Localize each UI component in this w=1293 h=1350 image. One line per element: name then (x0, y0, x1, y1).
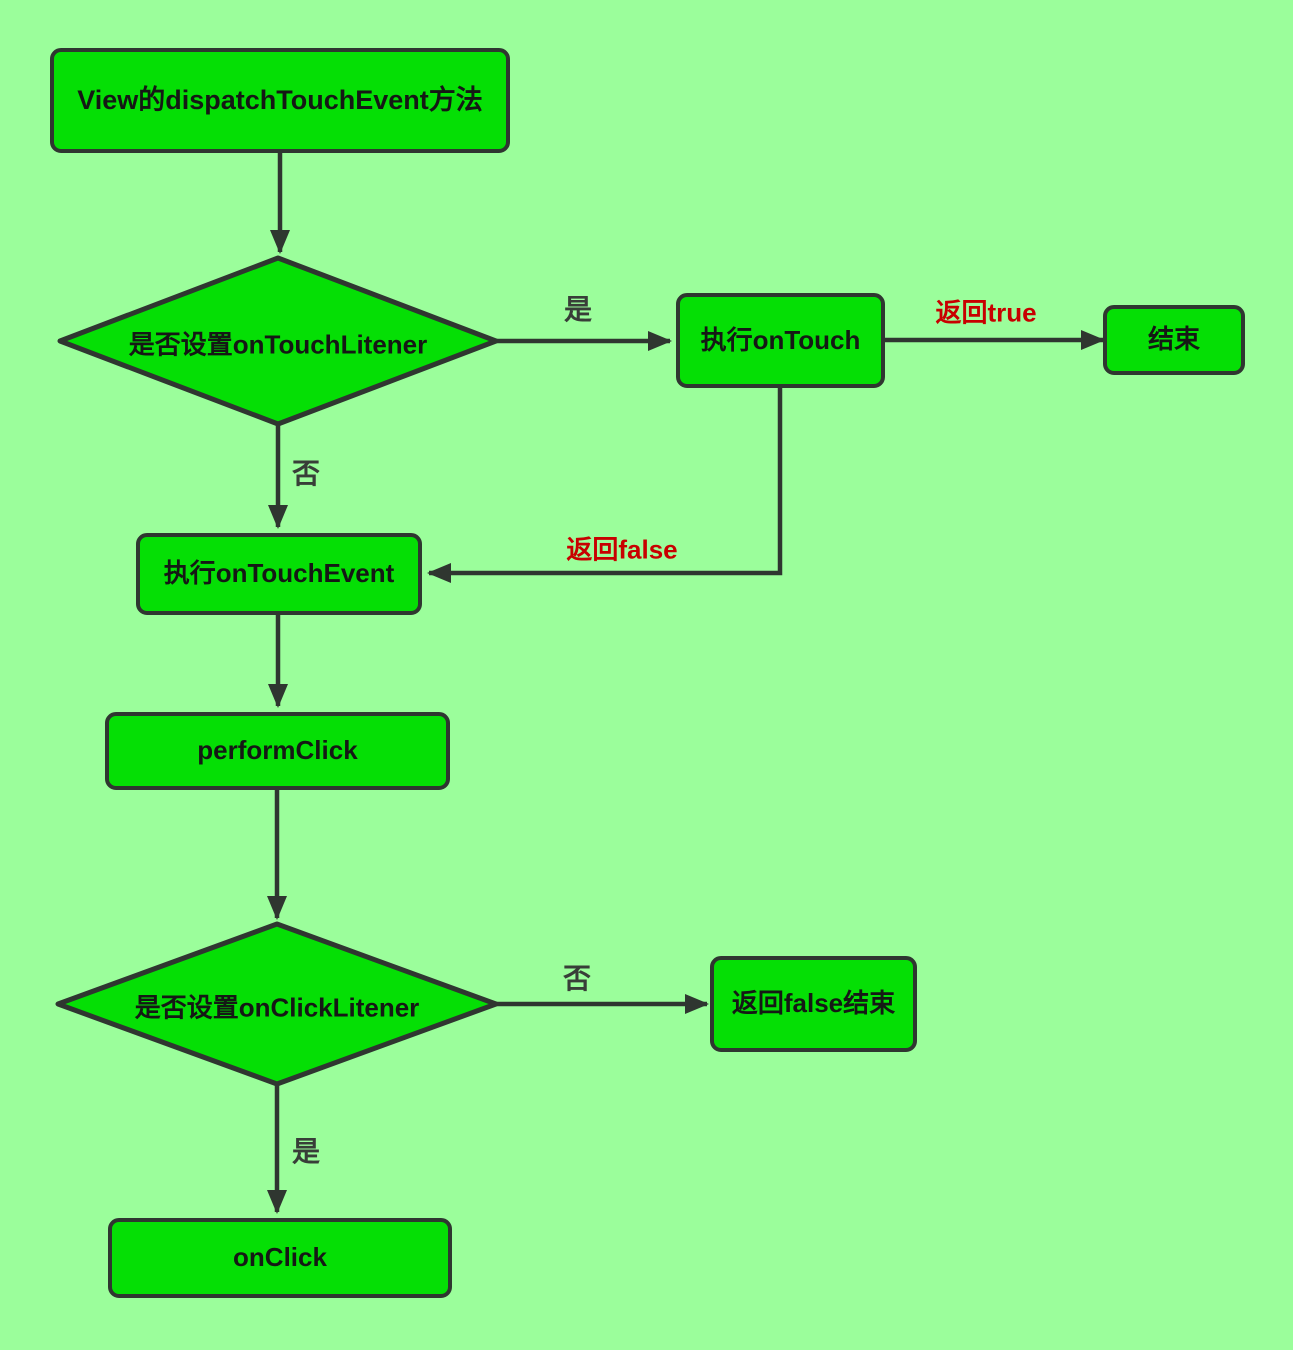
edge-ontouch-returnfalse-to-ontouchevent (427, 388, 783, 583)
node-return-false-end: 返回false结束 (710, 956, 917, 1052)
edge-label-return-true: 返回true (935, 297, 1037, 328)
node-exec-ontouchevent: 执行onTouchEvent (136, 533, 422, 615)
node-end: 结束 (1103, 305, 1245, 375)
decision-onclicklistener-label: 是否设置onClickLitener (134, 992, 420, 1023)
decision-ontouchlistener-label: 是否设置onTouchLitener (128, 329, 428, 360)
node-dispatchtouchevent: View的dispatchTouchEvent方法 (50, 48, 510, 153)
edge-label-touch-no: 否 (291, 458, 321, 489)
edge-label-click-yes: 是 (291, 1136, 321, 1167)
edge-label-return-false: 返回false (566, 534, 678, 565)
edge-label-click-no: 否 (562, 963, 592, 994)
node-onclick: onClick (108, 1218, 452, 1298)
node-performclick: performClick (105, 712, 450, 790)
node-exec-ontouch: 执行onTouch (676, 293, 885, 388)
edge-label-touch-yes: 是 (563, 294, 593, 325)
